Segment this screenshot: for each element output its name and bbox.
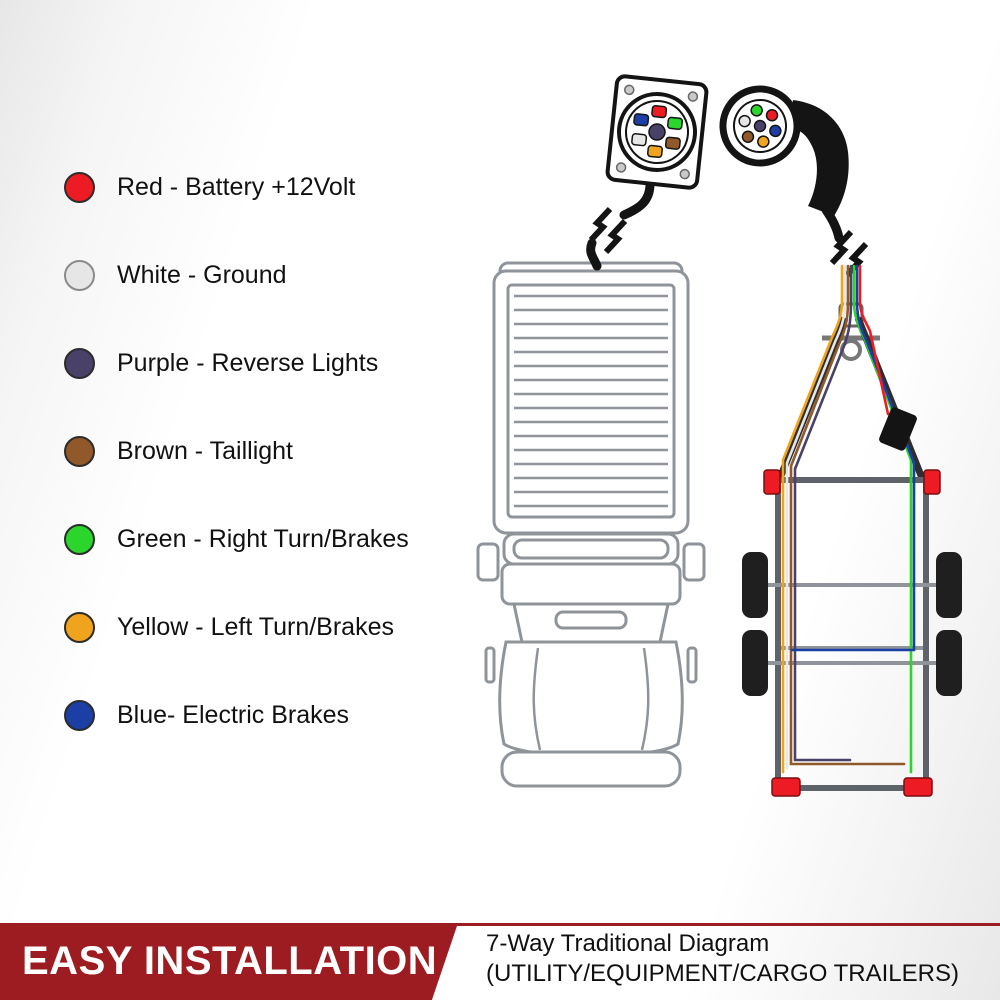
color-legend: Red - Battery +12Volt White - Ground Pur… (64, 172, 409, 731)
caption-line-1: 7-Way Traditional Diagram (486, 930, 770, 957)
red-swatch (64, 172, 95, 203)
banner-headline: EASY INSTALLATION (22, 939, 438, 983)
legend-label: Green - Right Turn/Brakes (117, 525, 409, 553)
purple-swatch (64, 348, 95, 379)
caption-line-2: (UTILITY/EQUIPMENT/CARGO TRAILERS) (486, 960, 959, 987)
legend-item-brown: Brown - Taillight (64, 436, 409, 467)
legend-label: Brown - Taillight (117, 437, 294, 465)
rear-left-tail-light (771, 777, 801, 797)
legend-item-purple: Purple - Reverse Lights (64, 348, 409, 379)
white-swatch (64, 260, 95, 291)
pickup-truck-top-view-icon (476, 261, 706, 788)
legend-label: Purple - Reverse Lights (117, 349, 379, 377)
truck-cable (586, 179, 655, 271)
front-left-marker-light (763, 469, 781, 495)
brown-swatch (64, 436, 95, 467)
green-swatch (64, 524, 95, 555)
legend-label: Red - Battery +12Volt (117, 173, 356, 201)
blue-swatch (64, 700, 95, 731)
banner-accent-line (0, 923, 1000, 926)
front-right-marker-light (923, 469, 941, 495)
banner: EASY INSTALLATION (0, 923, 458, 1000)
banner-caption: 7-Way Traditional Diagram (UTILITY/EQUIP… (486, 929, 959, 989)
legend-label: White - Ground (117, 261, 287, 289)
legend-item-red: Red - Battery +12Volt (64, 172, 409, 203)
7-way-plug-icon (719, 85, 866, 275)
legend-label: Yellow - Left Turn/Brakes (117, 613, 394, 641)
legend-item-yellow: Yellow - Left Turn/Brakes (64, 612, 409, 643)
utility-trailer-top-view-icon (742, 302, 962, 791)
breakaway-box-icon (879, 407, 917, 451)
legend-item-blue: Blue- Electric Brakes (64, 700, 409, 731)
7-way-socket-icon (605, 74, 709, 190)
legend-item-white: White - Ground (64, 260, 409, 291)
legend-label: Blue- Electric Brakes (117, 701, 350, 729)
yellow-swatch (64, 612, 95, 643)
rear-right-tail-light (903, 777, 933, 797)
legend-item-green: Green - Right Turn/Brakes (64, 524, 409, 555)
